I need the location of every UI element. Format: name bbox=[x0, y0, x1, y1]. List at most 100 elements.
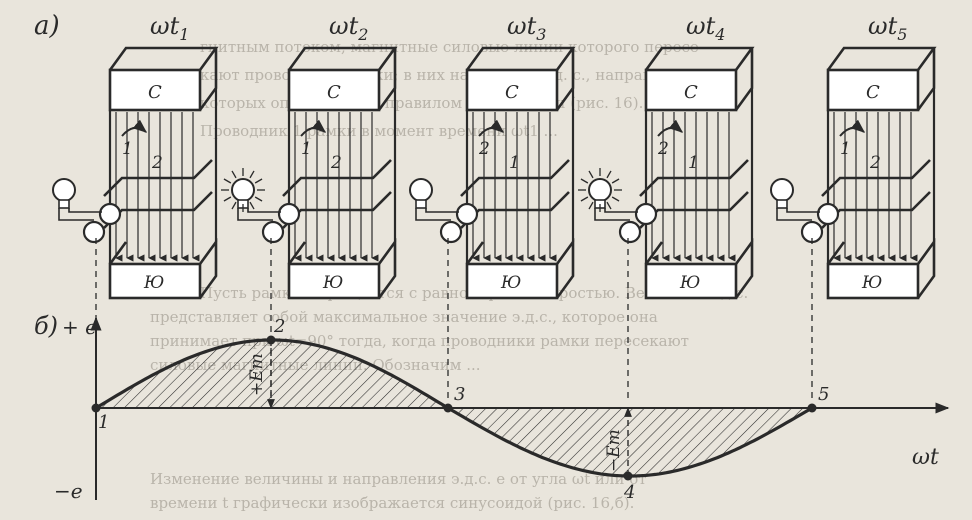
north-pole-label: С bbox=[505, 82, 519, 103]
lamp-icon bbox=[409, 178, 433, 202]
bg-line: которых определяется правилом правой рук… bbox=[200, 94, 643, 112]
coil-conductor bbox=[639, 159, 749, 197]
point-label: 4 bbox=[623, 482, 635, 503]
slip-ring bbox=[82, 220, 106, 244]
graph-point bbox=[807, 403, 817, 413]
south-pole-label: Ю bbox=[500, 273, 521, 293]
north-pole-label: С bbox=[866, 82, 880, 103]
slip-ring bbox=[618, 220, 642, 244]
lamp-glow-ray bbox=[611, 196, 620, 202]
lamp-glow-ray bbox=[249, 170, 255, 179]
south-pole-edges bbox=[465, 238, 575, 299]
north-pole bbox=[644, 68, 738, 112]
time-label-subscript: 4 bbox=[714, 25, 725, 44]
rotation-arrow bbox=[839, 119, 866, 137]
time-label: ωt5 bbox=[868, 12, 907, 44]
y-pos-label: + e bbox=[62, 315, 97, 339]
lamp-glow-ray bbox=[223, 196, 232, 202]
conductor-label: 1 bbox=[509, 153, 520, 173]
slip-ring bbox=[98, 202, 122, 226]
north-pole bbox=[465, 68, 559, 112]
lamp-wire bbox=[237, 208, 281, 221]
graph-point bbox=[91, 403, 101, 413]
bg-line: Изменение величины и направления э.д.с. … bbox=[150, 470, 647, 488]
time-label-subscript: 2 bbox=[357, 25, 368, 44]
y-neg-label: −e bbox=[54, 479, 83, 503]
positive-half-wave-area bbox=[96, 340, 448, 408]
lamp-icon bbox=[588, 178, 612, 202]
bg-line: представляет собой максимальное значение… bbox=[150, 308, 658, 326]
rotation-arrow bbox=[121, 119, 148, 137]
south-pole-edges bbox=[287, 238, 397, 299]
lamp-base bbox=[58, 199, 70, 209]
south-pole bbox=[108, 262, 202, 300]
lamp-glow-ray bbox=[231, 201, 237, 210]
lamp-glow-ray bbox=[606, 170, 612, 179]
bg-line: времени t графически изображается синусо… bbox=[150, 494, 634, 512]
lamp-base bbox=[776, 199, 788, 209]
point-label: 5 bbox=[818, 384, 829, 405]
slip-ring bbox=[277, 202, 301, 226]
north-pole bbox=[287, 68, 381, 112]
slip-ring bbox=[261, 220, 285, 244]
south-pole bbox=[826, 262, 920, 300]
south-pole-label: Ю bbox=[143, 273, 164, 293]
lamp-wire bbox=[594, 208, 638, 221]
lamp-icon bbox=[770, 178, 794, 202]
time-label-subscript: 3 bbox=[536, 25, 546, 44]
negative-half-wave-area bbox=[448, 408, 812, 476]
amp-neg-label: −Em bbox=[604, 429, 624, 472]
lamp-base bbox=[415, 199, 427, 209]
time-label-subscript: 1 bbox=[179, 25, 189, 44]
time-label-subscript: 5 bbox=[897, 25, 907, 44]
lamp-glow-ray bbox=[223, 178, 232, 184]
conductor-label: 1 bbox=[840, 139, 851, 159]
north-pole-label: С bbox=[148, 82, 162, 103]
conductor-label: 2 bbox=[657, 139, 669, 159]
south-pole-label: Ю bbox=[861, 273, 882, 293]
south-pole-edges bbox=[644, 238, 754, 299]
bg-line: гнитным потоком, магнитные силовые линии… bbox=[200, 38, 704, 56]
conductor-label: 2 bbox=[151, 153, 163, 173]
time-label: ωt3 bbox=[507, 12, 546, 44]
lamp-wire bbox=[415, 208, 459, 221]
lamp-glow-ray bbox=[611, 178, 620, 184]
slip-ring bbox=[816, 202, 840, 226]
generator-frame: С Ю 12 ωt5 bbox=[770, 12, 937, 400]
south-pole bbox=[287, 262, 381, 300]
time-label-main: ωt bbox=[868, 12, 898, 40]
coil-conductor bbox=[103, 159, 213, 197]
lamp-wire bbox=[58, 208, 102, 221]
conductor-label: 1 bbox=[301, 139, 312, 159]
conductor-label: 2 bbox=[330, 153, 342, 173]
time-label-main: ωt bbox=[507, 12, 537, 40]
point-label: 3 bbox=[454, 384, 465, 405]
coil-conductor bbox=[460, 159, 570, 197]
lamp-icon bbox=[231, 178, 255, 202]
rotation-arrow bbox=[300, 119, 327, 137]
lamp-glow-ray bbox=[249, 201, 255, 210]
rotation-arrow bbox=[657, 119, 684, 137]
lamp-glow-ray bbox=[588, 201, 594, 210]
conductor-label: 1 bbox=[122, 139, 133, 159]
time-label-main: ωt bbox=[150, 12, 180, 40]
slip-ring bbox=[439, 220, 463, 244]
coil-conductor bbox=[821, 159, 931, 197]
conductor-label: 2 bbox=[869, 153, 881, 173]
graph-point bbox=[266, 335, 276, 345]
lamp-glow-ray bbox=[254, 178, 263, 184]
time-label: ωt2 bbox=[329, 12, 368, 44]
lamp-glow-ray bbox=[231, 170, 237, 179]
north-pole-label: С bbox=[684, 82, 698, 103]
rotation-arrow bbox=[478, 119, 505, 137]
lamp-glow-ray bbox=[580, 178, 589, 184]
north-pole-label: С bbox=[327, 82, 341, 103]
coil-conductor bbox=[282, 159, 392, 197]
time-label: ωt1 bbox=[150, 12, 189, 44]
